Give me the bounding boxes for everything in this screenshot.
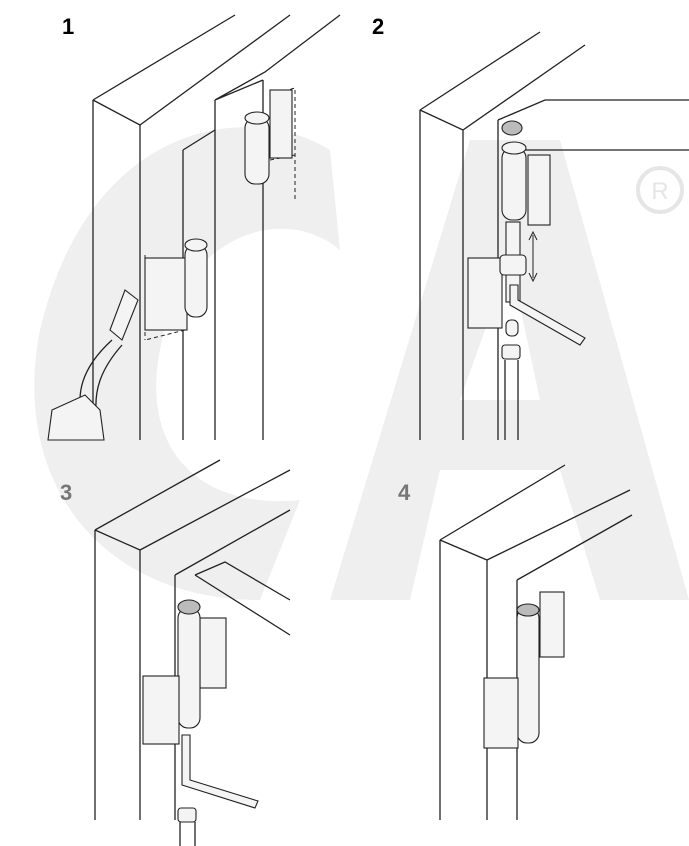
hinge-barrel-upper	[244, 117, 270, 185]
pin-cap-icon	[501, 120, 523, 136]
svg-text:R: R	[651, 178, 668, 205]
step-number-1: 1	[62, 14, 75, 39]
hinge-leaf-upper	[527, 154, 551, 226]
ca-logo-watermark: R	[34, 127, 689, 601]
step-1-welding-hinges	[47, 14, 341, 441]
hex-key-icon	[509, 284, 586, 346]
hex-key-icon	[181, 734, 259, 809]
pin-cap-icon	[177, 599, 201, 615]
hinge-leaf-lower	[483, 677, 519, 749]
step-number-2: 2	[372, 14, 385, 39]
hinge-leaf-upper	[269, 89, 293, 159]
step-number-4: 4	[398, 480, 411, 505]
hinge-leaf-lower	[467, 257, 503, 329]
hinge-barrel-lower	[184, 244, 208, 318]
hinge-leaf-upper	[539, 591, 565, 658]
hinge-leaf-lower	[142, 675, 180, 745]
step-4-finished-hinge	[439, 464, 633, 820]
hinge-leaf-lower	[144, 257, 188, 331]
step-2-inserting-pin	[419, 31, 689, 440]
step-number-3: 3	[60, 480, 73, 505]
step-3-tightening-pin	[94, 459, 291, 846]
hinge-leaf-upper	[199, 617, 227, 689]
up-down-arrow-icon	[528, 230, 538, 283]
welding-torch-icon	[47, 289, 139, 441]
